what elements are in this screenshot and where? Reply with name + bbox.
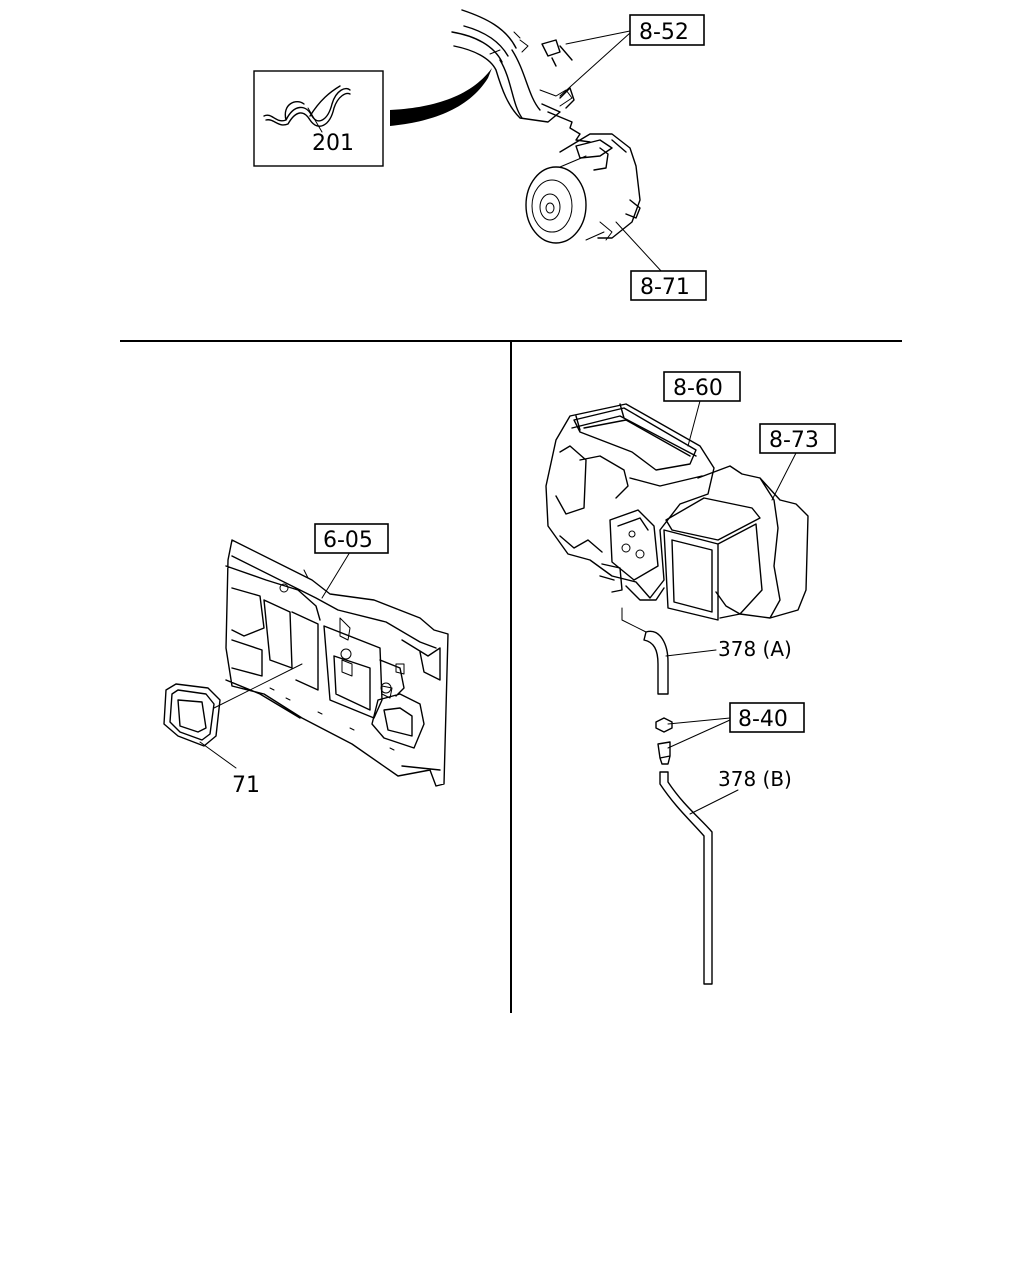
bolt-8-52-a (541, 39, 573, 67)
blower-duct (663, 497, 763, 621)
drain-hose-a-line (621, 607, 647, 633)
compressor-assembly (451, 9, 663, 273)
leader-8-52-b (559, 32, 631, 97)
hose-b-label: 378 (B) (718, 767, 792, 791)
grommet-label-leader (199, 741, 237, 769)
heater-unit-assembly (545, 400, 809, 985)
clip-leader (307, 107, 323, 133)
compressor-clutch-outer (525, 166, 587, 244)
compressor-side (559, 155, 613, 241)
leader-8-60 (687, 400, 701, 447)
control-knob-1 (621, 543, 631, 553)
clip-label: 201 (312, 131, 354, 156)
drain-port (599, 563, 623, 593)
callout-8-71: 8-71 (630, 270, 707, 301)
callout-6-05: 6-05 (314, 523, 389, 554)
leader-8-52-a (565, 30, 631, 45)
compressor-clutch-mid (531, 179, 573, 233)
control-panel (609, 509, 659, 581)
drain-fitting-upper (655, 717, 673, 733)
leader-378b (689, 789, 739, 815)
dash-panel-assembly (163, 539, 449, 787)
compressor-body (559, 133, 641, 239)
drain-fitting-lower (657, 741, 671, 765)
leader-8-40-a (667, 717, 731, 725)
leader-6-05 (321, 551, 351, 599)
bracket (547, 87, 591, 143)
clip-drawing (263, 85, 351, 127)
leader-8-40-b (667, 719, 731, 749)
callout-8-60-label: 8-60 (673, 376, 723, 401)
callout-8-40-box (729, 702, 805, 733)
blower-housing (697, 465, 809, 619)
leader-8-71 (615, 221, 663, 273)
callout-8-71-box (630, 270, 707, 301)
dash-panel-details (269, 569, 405, 751)
heater-unit-case (545, 403, 715, 601)
callout-6-05-label: 6-05 (323, 528, 373, 553)
panel-hole-3 (380, 682, 392, 694)
callout-8-73-box (759, 423, 836, 454)
callout-8-40: 8-40 (729, 702, 805, 733)
heater-top-cover (573, 407, 697, 471)
panel-hole-1 (279, 583, 289, 593)
callout-8-71-label: 8-71 (640, 275, 690, 300)
leader-8-73 (771, 452, 797, 501)
clip-inset: 201 (253, 70, 384, 167)
harness-ties (489, 31, 573, 107)
callout-8-40-label: 8-40 (738, 707, 788, 732)
callout-8-60-box (663, 371, 741, 402)
dash-panel (225, 539, 449, 787)
drain-hose-a (643, 630, 669, 695)
compressor-hub (545, 202, 555, 214)
callout-8-73-label: 8-73 (769, 428, 819, 453)
callout-8-73: 8-73 (759, 423, 836, 454)
grommet-label: 71 (232, 773, 260, 798)
control-knob-3 (628, 530, 636, 538)
leader-378a (665, 649, 717, 657)
panel-hole-2 (340, 648, 352, 660)
drain-hose-b (659, 771, 713, 985)
callout-8-52: 8-52 (629, 14, 705, 46)
callout-8-60: 8-60 (663, 371, 741, 402)
hose-a-label: 378 (A) (718, 637, 792, 661)
grommet-leader-to-panel (213, 663, 303, 709)
control-knob-2 (635, 549, 645, 559)
compressor-pulley (539, 193, 561, 221)
callout-8-52-label: 8-52 (639, 20, 689, 45)
callout-8-52-box (629, 14, 705, 46)
grommet-71 (163, 683, 221, 747)
callout-6-05-box (314, 523, 389, 554)
harness-tube (451, 9, 561, 123)
inset-pointer-arrow (390, 68, 492, 126)
